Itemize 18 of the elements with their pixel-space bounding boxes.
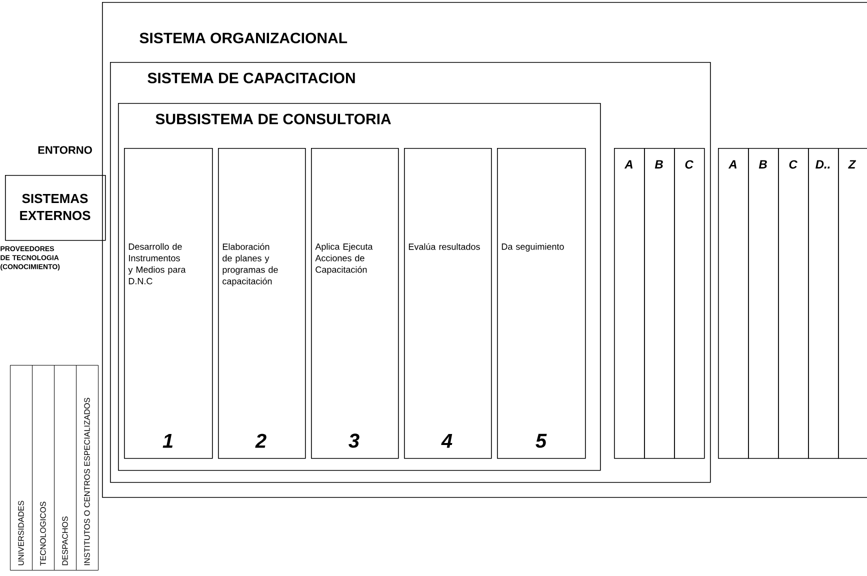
column-box: A — [718, 148, 749, 459]
process-box: Desarrollo de Instrumentos y Medios para D.N.C 1 — [124, 148, 213, 459]
column-box: Z — [838, 148, 867, 459]
table-cell: TECNOLOGICOS — [32, 365, 54, 570]
process-box: Evalúa resultados 4 — [404, 148, 492, 459]
process-box: Da seguimiento 5 — [497, 148, 586, 459]
column-box: A — [614, 148, 645, 459]
text-label: ENTORNO — [38, 146, 92, 154]
table-cell: INSTITUTOS O CENTROS ESPECIALIZADOS — [76, 365, 98, 570]
column-box: C — [778, 148, 809, 459]
table-cell: DESPACHOS — [54, 365, 76, 570]
table-cell: UNIVERSIDADES — [10, 365, 32, 570]
process-box: Elaboración de planes y programas de capacitación 2 — [218, 148, 306, 459]
column-box: C — [674, 148, 705, 459]
column-box: B — [748, 148, 779, 459]
column-box: B — [644, 148, 675, 459]
column-box: D.. — [808, 148, 839, 459]
process-box: Aplica Ejecuta Acciones de Capacitación 3 — [311, 148, 399, 459]
